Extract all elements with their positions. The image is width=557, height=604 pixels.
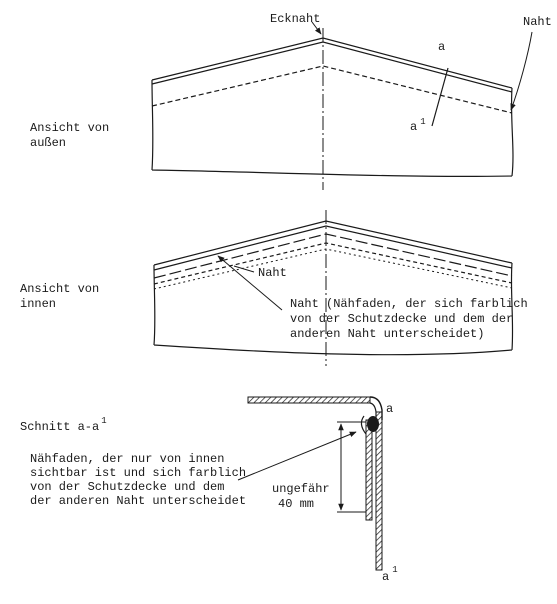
section-thread-loop bbox=[360, 415, 367, 435]
naht-label-inner: Naht bbox=[258, 266, 287, 280]
outer-panel-outline bbox=[151, 37, 514, 177]
section-note-line1: Nähfaden, der nur von innen bbox=[30, 452, 224, 466]
section-vertical-plate bbox=[375, 411, 383, 571]
section-note-line3: von der Schutzdecke und dem bbox=[30, 480, 224, 494]
dim-label-line2: 40 mm bbox=[278, 497, 314, 511]
naht-note-arrow bbox=[217, 255, 283, 311]
ansicht-aussen-line1: Ansicht von bbox=[30, 121, 109, 135]
inner-seam-dotted bbox=[153, 248, 513, 290]
dim-label-line1: ungefähr bbox=[272, 482, 330, 496]
section-stitch-knot bbox=[367, 416, 379, 432]
outer-seam-dashed bbox=[151, 65, 513, 114]
naht-note-line2: von der Schutzdecke und dem der bbox=[290, 312, 513, 326]
section-cut-line bbox=[431, 67, 449, 127]
ansicht-innen-line2: innen bbox=[20, 297, 56, 311]
section-top-plate bbox=[247, 396, 371, 404]
section-note-line4: der anderen Naht unterscheidet bbox=[30, 494, 246, 508]
naht-note-line1: Naht (Nähfaden, der sich farblich bbox=[290, 297, 528, 311]
section-note-arrow bbox=[237, 431, 357, 481]
naht-leader-top bbox=[510, 31, 533, 111]
naht-note-line3: anderen Naht unterscheidet) bbox=[290, 327, 484, 341]
ansicht-innen-line1: Ansicht von bbox=[20, 282, 99, 296]
ecknaht-label: Ecknaht bbox=[270, 12, 320, 26]
ansicht-aussen-line2: außen bbox=[30, 136, 66, 150]
inner-edge-second-line bbox=[153, 225, 513, 271]
view-inside: Naht Naht (Nähfaden, der sich farblich v… bbox=[20, 210, 528, 366]
naht-leader-inner bbox=[233, 265, 255, 273]
naht-label-top: Naht bbox=[523, 15, 552, 29]
section-inner-flap bbox=[365, 419, 373, 521]
section-a-label: a bbox=[386, 402, 393, 416]
section-corner-bend-outer bbox=[369, 396, 383, 420]
ecknaht-leader bbox=[311, 21, 322, 35]
a-label: a bbox=[438, 40, 445, 54]
section-note-line2: sichtbar ist und sich farblich bbox=[30, 466, 246, 480]
